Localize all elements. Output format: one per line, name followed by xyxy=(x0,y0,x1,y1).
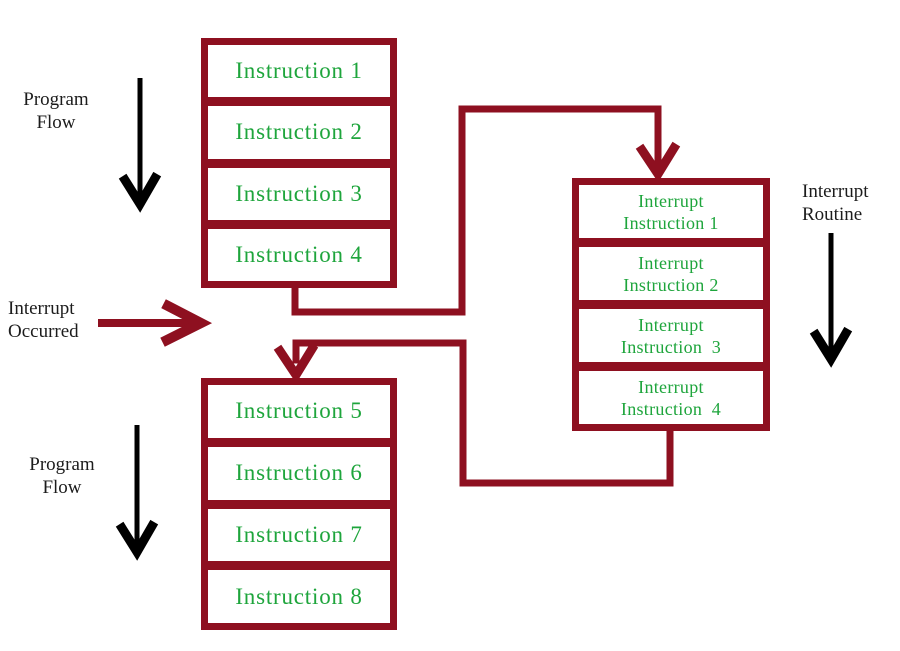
arrowhead-into-instruction5-icon xyxy=(273,342,319,384)
instruction-row-label: Instruction 7 xyxy=(235,521,363,547)
label-interrupt-occurred: Interrupt Occurred xyxy=(8,298,79,342)
interrupt-instruction-row-label: Interrupt Instruction 2 xyxy=(623,252,719,295)
connector-return-from-interrupt xyxy=(292,339,674,487)
arrowhead-into-interrupt-icon xyxy=(635,141,681,183)
instruction-row: Instruction 3 xyxy=(208,167,390,220)
interrupt-instruction-row-label: Interrupt Instruction 4 xyxy=(620,376,722,419)
interrupt-instruction-row: Interrupt Instruction 1 xyxy=(579,185,763,238)
program-flow-top-arrowhead-icon xyxy=(118,171,162,213)
interrupt-instruction-box: Interrupt Instruction 1 Interrupt Instru… xyxy=(572,178,770,431)
instruction-row-label: Instruction 1 xyxy=(235,58,363,84)
interrupt-instruction-row-label: Interrupt Instruction 1 xyxy=(623,190,719,233)
instruction-row: Instruction 5 xyxy=(208,385,390,438)
label-interrupt-routine: Interrupt Routine xyxy=(802,181,869,225)
instruction-row: Instruction 8 xyxy=(208,570,390,623)
label-program-flow-bottom: Program Flow xyxy=(29,454,95,498)
connector-to-interrupt-routine xyxy=(291,105,662,316)
instruction-row: Instruction 7 xyxy=(208,508,390,562)
program-flow-bottom-arrowhead-icon xyxy=(115,519,159,561)
interrupt-instruction-row: Interrupt Instruction 4 xyxy=(579,371,763,424)
interrupt-routine-arrowhead-icon xyxy=(809,326,853,368)
interrupt-instruction-row-label: Interrupt Instruction 3 xyxy=(620,314,722,357)
instruction-row-label: Instruction 2 xyxy=(235,119,363,145)
instruction-row: Instruction 1 xyxy=(208,45,390,98)
instruction-row: Instruction 2 xyxy=(208,106,390,159)
instruction-row-label: Instruction 8 xyxy=(235,583,363,609)
interrupt-instruction-row: Interrupt Instruction 2 xyxy=(579,247,763,300)
interrupt-instruction-row: Interrupt Instruction 3 xyxy=(579,309,763,362)
interrupt-occurred-arrowhead-icon xyxy=(160,299,213,347)
instruction-row: Instruction 6 xyxy=(208,446,390,500)
label-program-flow-top: Program Flow xyxy=(23,89,89,133)
instruction-row: Instruction 4 xyxy=(208,228,390,281)
instruction-row-label: Instruction 5 xyxy=(235,398,363,424)
instruction-box-top: Instruction 1 Instruction 2 Instruction … xyxy=(201,38,397,288)
instruction-row-label: Instruction 6 xyxy=(235,460,363,486)
instruction-row-label: Instruction 4 xyxy=(235,241,363,267)
instruction-box-bottom: Instruction 5 Instruction 6 Instruction … xyxy=(201,378,397,630)
instruction-row-label: Instruction 3 xyxy=(235,180,363,206)
